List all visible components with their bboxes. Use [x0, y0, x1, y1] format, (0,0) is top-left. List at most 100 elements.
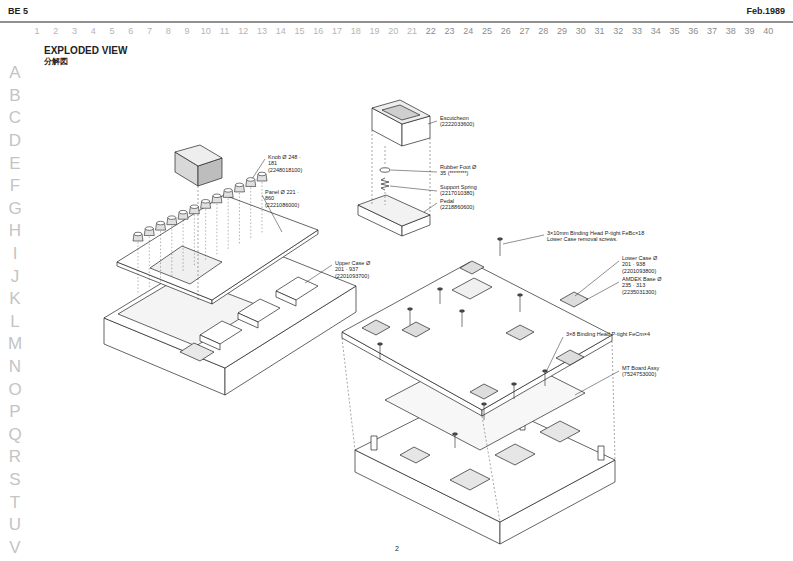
knob-top — [235, 183, 243, 187]
part-callout: Rubber Foot Ø 35 (********) — [440, 164, 480, 177]
column-number: 1 — [34, 26, 39, 36]
part-callout: Panel Ø 221 · 860 (2221086000) — [265, 189, 305, 208]
column-number: 29 — [557, 26, 567, 36]
part-callout: Support Spring (2217010380) — [440, 184, 484, 197]
knob-top — [157, 221, 165, 225]
row-letter: B — [9, 86, 20, 106]
column-number: 30 — [576, 26, 586, 36]
column-number: 33 — [632, 26, 642, 36]
row-letter: F — [10, 176, 20, 196]
row-letter: Q — [8, 425, 21, 445]
part-callout: Knob Ø 248 · 181 (2248018100) — [268, 154, 308, 173]
guide-line — [149, 237, 150, 289]
column-number: 8 — [166, 26, 171, 36]
column-number: 37 — [707, 26, 717, 36]
column-number: 31 — [594, 26, 604, 36]
column-number: 25 — [482, 26, 492, 36]
column-number: 2 — [53, 26, 58, 36]
knob-top — [258, 172, 266, 176]
subtitle: 分解図 — [44, 57, 68, 66]
part-callout: 3×8 Binding Head P-tight FeCm×4 — [566, 331, 686, 337]
column-number: 21 — [407, 26, 417, 36]
column-number: 34 — [651, 26, 661, 36]
column-number: 18 — [351, 26, 361, 36]
guide-line — [228, 198, 229, 250]
knob-top — [179, 210, 187, 214]
column-number: 38 — [726, 26, 736, 36]
column-number: 20 — [388, 26, 398, 36]
knob-top — [202, 199, 210, 203]
column-number: 10 — [201, 26, 211, 36]
row-letter: I — [13, 244, 18, 264]
part-callout: Escutcheon (2222033600) — [440, 115, 480, 128]
column-number: 24 — [463, 26, 473, 36]
knob-top — [145, 227, 153, 231]
column-number: 11 — [220, 26, 229, 36]
row-letter: T — [10, 493, 20, 513]
column-number: 32 — [613, 26, 623, 36]
column-number: 40 — [763, 26, 773, 36]
row-letter: P — [9, 402, 20, 422]
knob-top — [247, 178, 255, 182]
row-letter: J — [11, 267, 20, 287]
row-letter: V — [9, 538, 20, 558]
column-number: 39 — [744, 26, 754, 36]
column-number: 28 — [538, 26, 548, 36]
part-callout: MT Board Assy (7524753000) — [622, 365, 666, 378]
row-letter: E — [9, 154, 20, 174]
column-number: 27 — [519, 26, 529, 36]
column-number: 7 — [147, 26, 152, 36]
column-number: 17 — [332, 26, 342, 36]
model-name: BE 5 — [8, 6, 28, 16]
row-letter: R — [9, 447, 21, 467]
knob-top — [168, 216, 176, 220]
row-letter: S — [9, 470, 20, 490]
guide-line — [171, 226, 172, 278]
knob-top — [190, 205, 198, 209]
guide-line — [138, 242, 139, 294]
guide-line — [216, 204, 217, 256]
title: EXPLODED VIEW — [44, 45, 127, 57]
row-letter: L — [10, 312, 19, 332]
row-letter: A — [9, 63, 20, 83]
column-number: 5 — [109, 26, 114, 36]
row-letter: G — [8, 199, 21, 219]
row-letter: D — [9, 131, 21, 151]
row-letter: U — [9, 515, 21, 535]
column-number: 35 — [669, 26, 679, 36]
column-number: 16 — [313, 26, 323, 36]
column-number: 9 — [184, 26, 189, 36]
column-number: 6 — [128, 26, 133, 36]
knob-top — [213, 194, 221, 198]
guide-line — [194, 215, 195, 267]
guide-line — [183, 220, 184, 272]
part-callout: AMDEK Base Ø 235 · 313 (2235031300) — [622, 276, 666, 295]
guide-line — [250, 187, 251, 239]
page-number: 2 — [395, 545, 399, 553]
guide-line — [205, 209, 206, 261]
part-callout: 3×10mm Binding Head P-tight FeBc×18 Lowe… — [547, 230, 659, 243]
row-letter: H — [9, 221, 21, 241]
row-letter: C — [9, 108, 21, 128]
column-number: 12 — [238, 26, 248, 36]
row-letter: K — [9, 289, 20, 309]
column-number: 19 — [369, 26, 379, 36]
guide-line — [262, 182, 263, 234]
row-letter: N — [9, 357, 21, 377]
column-number: 23 — [444, 26, 454, 36]
knob-top — [224, 189, 232, 193]
column-number: 36 — [688, 26, 698, 36]
column-number: 26 — [501, 26, 511, 36]
knob-top — [134, 232, 142, 236]
date: Feb.1989 — [746, 6, 785, 16]
guide-line — [160, 231, 161, 283]
guide-line — [239, 193, 240, 245]
part-callout: Pedal (2218860600) — [440, 198, 480, 211]
row-letter: O — [8, 380, 21, 400]
column-number: 14 — [276, 26, 286, 36]
column-number: 15 — [294, 26, 304, 36]
row-letter: M — [8, 334, 22, 354]
column-number: 22 — [426, 26, 436, 36]
